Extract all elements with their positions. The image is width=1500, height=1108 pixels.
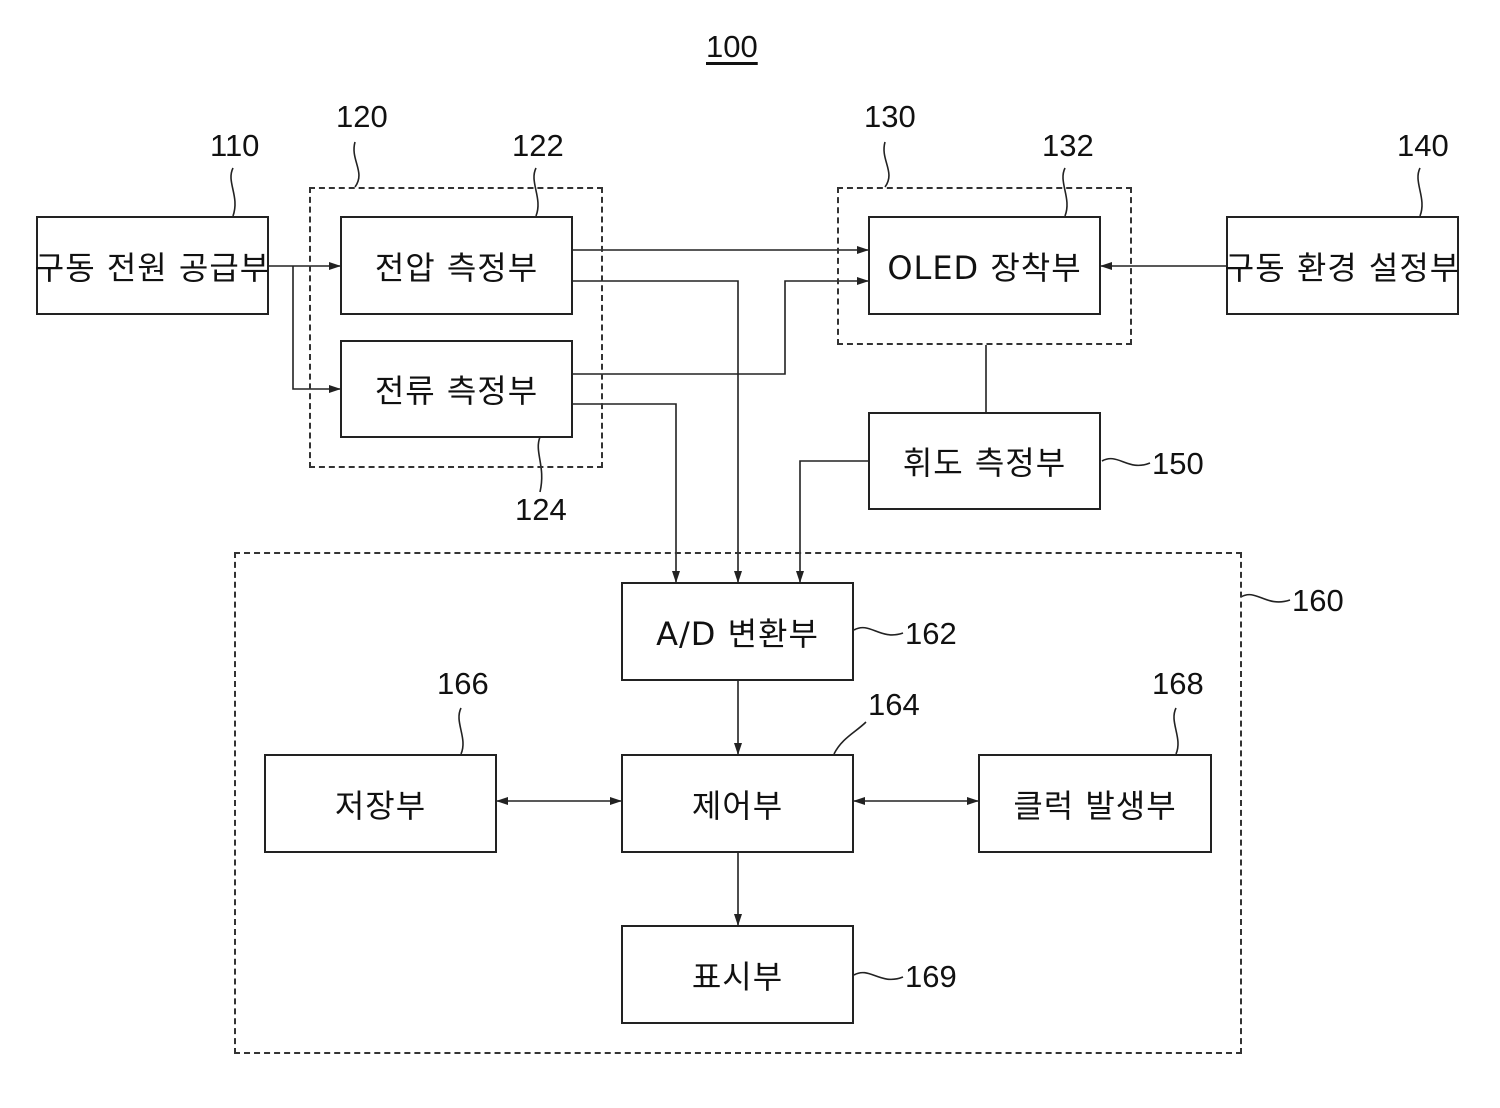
ref-169: 169 <box>905 961 957 992</box>
ref-168: 168 <box>1152 668 1204 699</box>
ref-164: 164 <box>868 689 920 720</box>
clock-generator-block: 클럭 발생부 <box>978 754 1212 853</box>
luminance-measure-block: 휘도 측정부 <box>868 412 1101 510</box>
ref-132: 132 <box>1042 130 1094 161</box>
display-block: 표시부 <box>621 925 854 1024</box>
ref-140: 140 <box>1397 130 1449 161</box>
leader-160 <box>1241 595 1290 602</box>
leader-140 <box>1418 168 1422 216</box>
leader-150 <box>1102 459 1150 466</box>
ref-166: 166 <box>437 668 489 699</box>
ad-converter-block: A/D 변환부 <box>621 582 854 681</box>
leader-130 <box>884 142 889 187</box>
storage-block: 저장부 <box>264 754 497 853</box>
ref-150: 150 <box>1152 448 1204 479</box>
leader-110 <box>231 168 235 216</box>
drive-power-supply-block: 구동 전원 공급부 <box>36 216 269 315</box>
ref-120: 120 <box>336 101 388 132</box>
ref-162: 162 <box>905 618 957 649</box>
controller-block: 제어부 <box>621 754 854 853</box>
current-measure-block: 전류 측정부 <box>340 340 573 438</box>
oled-mount-block: OLED 장착부 <box>868 216 1101 315</box>
drive-env-setting-block: 구동 환경 설정부 <box>1226 216 1459 315</box>
ref-130: 130 <box>864 101 916 132</box>
ref-110: 110 <box>210 130 259 161</box>
line-current-to-oled <box>572 281 868 374</box>
ref-124: 124 <box>515 494 567 525</box>
ref-160: 160 <box>1292 585 1344 616</box>
leader-120 <box>354 142 359 187</box>
ref-122: 122 <box>512 130 564 161</box>
voltage-measure-block: 전압 측정부 <box>340 216 573 315</box>
figure-title: 100 <box>706 31 758 62</box>
